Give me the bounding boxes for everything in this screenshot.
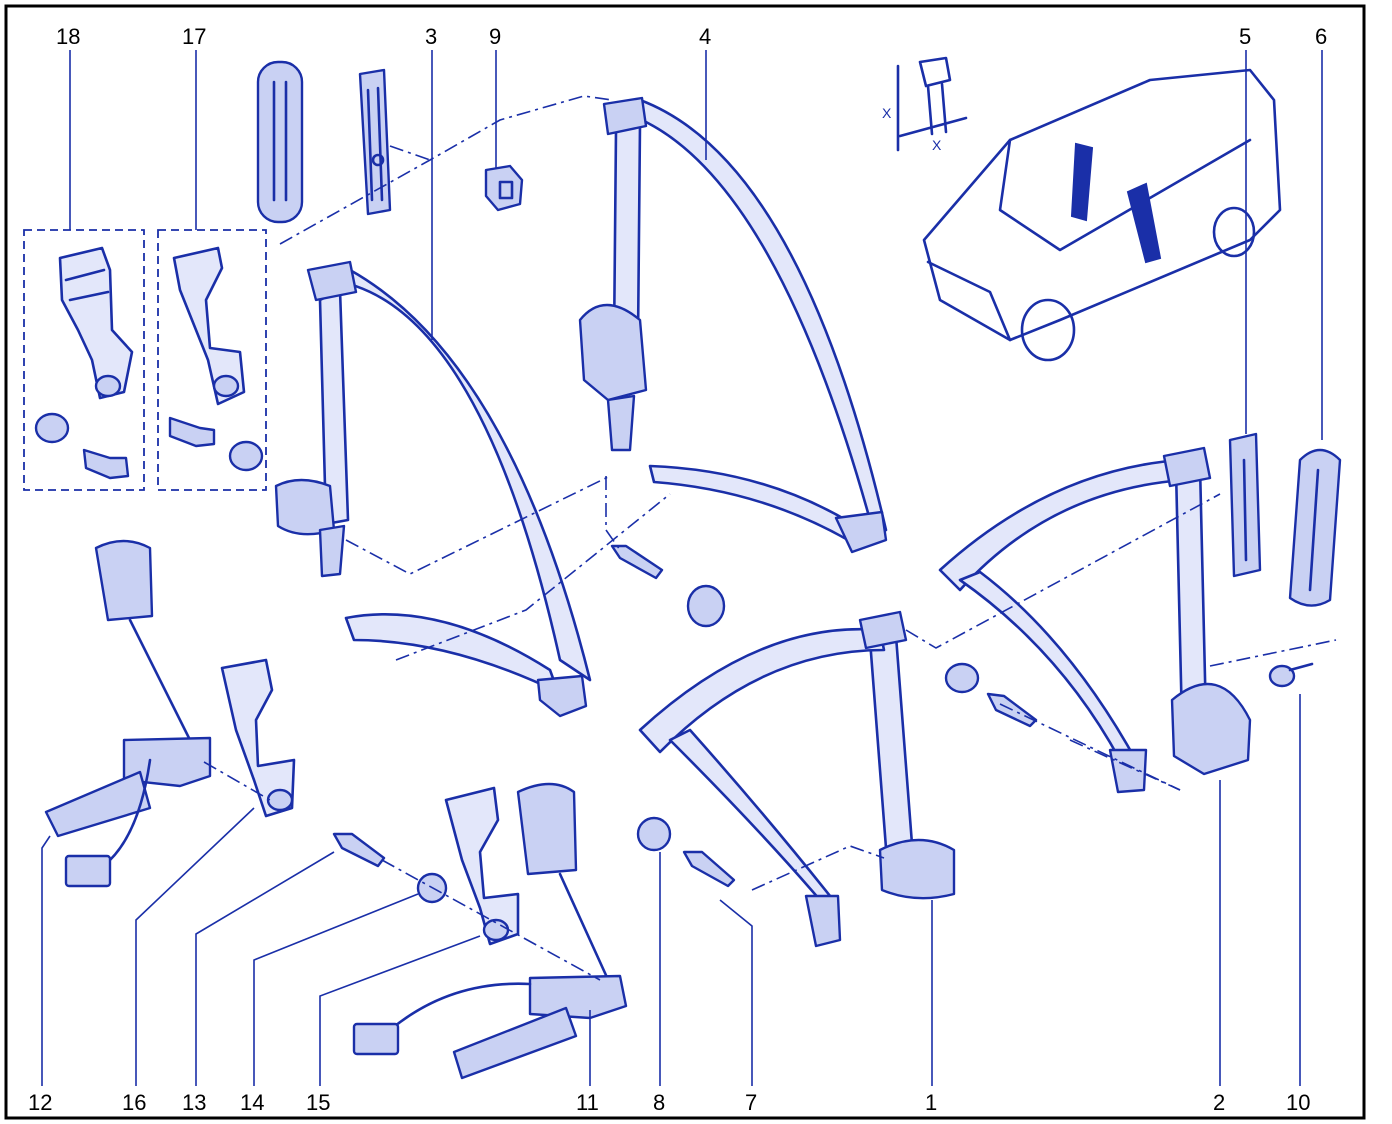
part-6-trim-cover [1288,448,1342,607]
callout-5: 5 [1239,24,1251,49]
callout-3: 3 [425,24,437,49]
part-17-buckle-anchor-kit [157,229,267,491]
callout-7: 7 [745,1090,757,1115]
callout-9: 9 [489,24,501,49]
height-adjuster-rail [358,68,392,216]
part-10-bolt [1268,662,1314,688]
part-8-cap [636,816,672,852]
assembly-lines [203,95,1337,981]
callout-2: 2 [1213,1090,1225,1115]
callout-13: 13 [182,1090,206,1115]
part-2-seat-belt [938,446,1252,794]
part-13-bolt [332,832,386,868]
part-9-grommet [484,164,524,212]
part-5-height-adjuster [1228,432,1262,578]
callout-17: 17 [182,24,206,49]
diagram-frame [4,4,1366,1120]
callout-numbers: 18 17 3 9 4 5 6 12 16 13 14 15 11 8 7 1 … [28,24,1327,1115]
torque-dimension-icon: X X [882,56,968,153]
callout-6: 6 [1315,24,1327,49]
part-16-anchor-bracket [220,658,296,818]
part-3-front-seat-belt [274,260,592,718]
cap-right [944,662,980,694]
part-11-buckle-assembly [352,782,628,1080]
part-12-buckle-assembly [44,539,212,888]
leader-lines [41,50,1323,1086]
callout-14: 14 [240,1090,264,1115]
dimension-x-label-horizontal: X [932,137,942,153]
part-4-seat-belt [578,96,888,554]
callout-8: 8 [653,1090,665,1115]
vehicle-location-illustration [922,68,1282,362]
part-7-bolt [682,850,736,888]
part-15-anchor-bracket [444,786,520,946]
callout-4: 4 [699,24,711,49]
callout-10: 10 [1286,1090,1310,1115]
callout-15: 15 [306,1090,330,1115]
part-1-seat-belt [638,610,956,948]
cap-upper [686,584,726,628]
dimension-x-label-vertical: X [882,105,892,121]
pillar-trim-cover [256,60,304,224]
part-18-buckle-anchor-kit [23,229,145,491]
callout-16: 16 [122,1090,146,1115]
callout-12: 12 [28,1090,52,1115]
mounting-bolt-upper [610,544,664,580]
callout-1: 1 [925,1090,937,1115]
callout-18: 18 [56,24,80,49]
callout-11: 11 [576,1090,599,1115]
